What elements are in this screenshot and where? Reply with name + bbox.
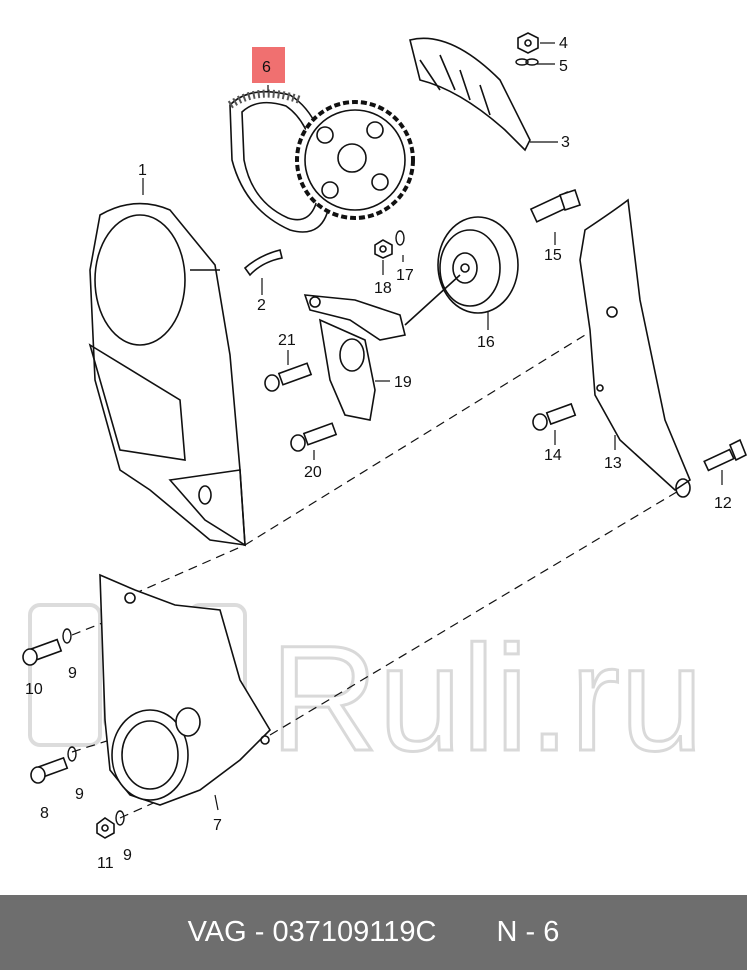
- bolt-20: [290, 422, 338, 452]
- callout-16: 16: [477, 334, 495, 351]
- callout-2: 2: [257, 297, 266, 314]
- leader-lines: [142, 42, 723, 811]
- callout-5: 5: [559, 58, 568, 75]
- footer-bar: VAG - 037109119C N - 6: [0, 895, 747, 970]
- bracket-19: [303, 274, 461, 421]
- callout-11: 11: [97, 855, 114, 872]
- callout-1: 1: [138, 162, 147, 179]
- lower-cover: [99, 573, 272, 806]
- rear-cover-upper: [409, 37, 531, 152]
- timing-belt-cover: [88, 202, 246, 547]
- callout-3: 3: [561, 134, 570, 151]
- part-number: VAG - 037109119C: [187, 916, 437, 948]
- callout-9c: 9: [123, 847, 132, 864]
- callout-19: 19: [394, 374, 412, 391]
- callout-8: 8: [40, 805, 49, 822]
- rear-cover-lower: [579, 198, 691, 498]
- bolt-14: [532, 402, 577, 431]
- callout-13: 13: [604, 455, 622, 472]
- callout-6: 6: [262, 59, 271, 76]
- callout-9b: 9: [75, 786, 84, 803]
- callout-20: 20: [304, 464, 322, 481]
- nut-4: [517, 32, 539, 54]
- callout-14: 14: [544, 447, 562, 464]
- parts-diagram: Ruli.ru: [22, 32, 747, 872]
- stud-15: [529, 188, 582, 223]
- callout-21: 21: [278, 332, 296, 349]
- camshaft-sprocket: [295, 100, 415, 220]
- washers-9: [62, 628, 125, 826]
- watermark: Ruli.ru: [270, 614, 703, 782]
- highlight-box: [252, 47, 285, 83]
- assembly-lines: [71, 334, 681, 819]
- callout-10: 10: [25, 681, 43, 698]
- callout-17: 17: [396, 267, 414, 284]
- tensioner-pulley: [437, 216, 519, 314]
- nut-11: [96, 817, 115, 839]
- bolt-21: [264, 362, 313, 392]
- callout-12: 12: [714, 495, 732, 512]
- washer-17: [395, 230, 405, 246]
- bolt-10: [22, 638, 63, 666]
- callout-7: 7: [213, 817, 222, 834]
- callout-9a: 9: [68, 665, 77, 682]
- callout-4: 4: [559, 35, 568, 52]
- clip-2: [243, 249, 283, 277]
- callout-18: 18: [374, 280, 392, 297]
- nut-18: [374, 239, 393, 259]
- callout-15: 15: [544, 247, 562, 264]
- washer-5: [515, 58, 539, 66]
- callout-labels: 1 2 3 4 5 6 7 8 9 9 9 10 11 12 13 14 15 …: [25, 35, 732, 872]
- bolt-8: [30, 756, 69, 784]
- position-number: N - 6: [496, 916, 560, 948]
- bolt-12: [703, 438, 747, 472]
